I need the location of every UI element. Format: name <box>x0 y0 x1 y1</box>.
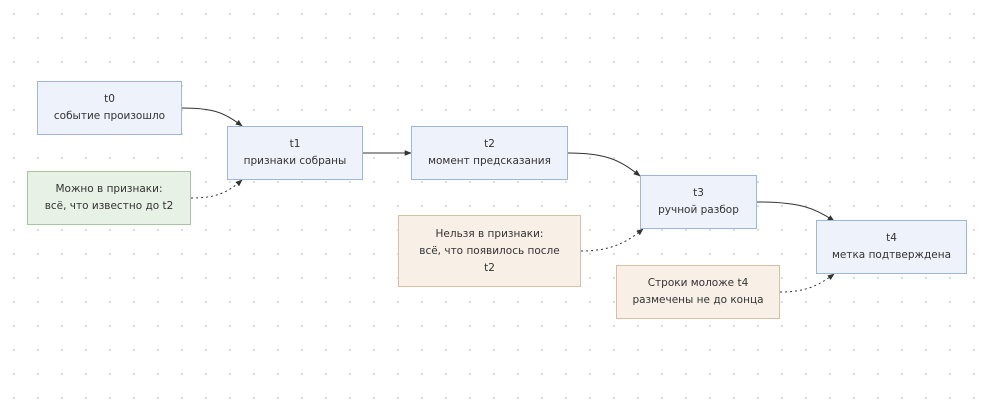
node-t0: t0 событие произошло <box>37 81 182 135</box>
edge-forbidden-note-t3 <box>580 228 644 252</box>
node-t3-title: t3 <box>693 187 704 199</box>
note-forbidden-line1: Нельзя в признаки: <box>435 227 544 240</box>
note-recent-rows-line1: Строки моложе t4 <box>647 277 749 289</box>
node-t0-title: t0 <box>104 93 115 105</box>
note-forbidden-line3: t2 <box>484 261 495 274</box>
note-forbidden-features: Нельзя в признаки: всё, что появилось по… <box>398 215 581 287</box>
edge-t0-t1 <box>181 107 243 127</box>
note-allowed-line2: всё, что известно до t2 <box>44 200 174 212</box>
node-t0-label: событие произошло <box>53 110 166 122</box>
node-t1: t1 признаки собраны <box>227 126 363 180</box>
note-allowed-line1: Можно в признаки: <box>55 183 163 195</box>
node-t4-label: метка подтверждена <box>831 249 952 261</box>
node-t1-label: признаки собраны <box>243 155 347 167</box>
node-t1-title: t1 <box>289 138 301 150</box>
edge-t3-t4 <box>756 201 835 222</box>
node-t3: t3 ручной разбор <box>640 175 757 229</box>
edge-t2-t3 <box>567 152 641 177</box>
node-t2-title: t2 <box>484 138 495 150</box>
note-forbidden-line2: всё, что появилось после <box>419 244 560 257</box>
node-t2-label: момент предсказания <box>428 155 551 167</box>
note-recent-rows-line2: размечены не до конца <box>632 294 764 306</box>
edge-recent-rows-note-t4 <box>779 273 835 293</box>
node-t4: t4 метка подтверждена <box>816 220 967 274</box>
node-t4-title: t4 <box>886 232 897 244</box>
edge-allowed-note-t1 <box>190 179 243 199</box>
node-t3-label: ручной разбор <box>658 204 739 216</box>
node-t2: t2 момент предсказания <box>411 126 568 180</box>
note-recent-rows: Строки моложе t4 размечены не до конца <box>616 265 780 319</box>
note-allowed-features: Можно в признаки: всё, что известно до t… <box>27 171 191 225</box>
